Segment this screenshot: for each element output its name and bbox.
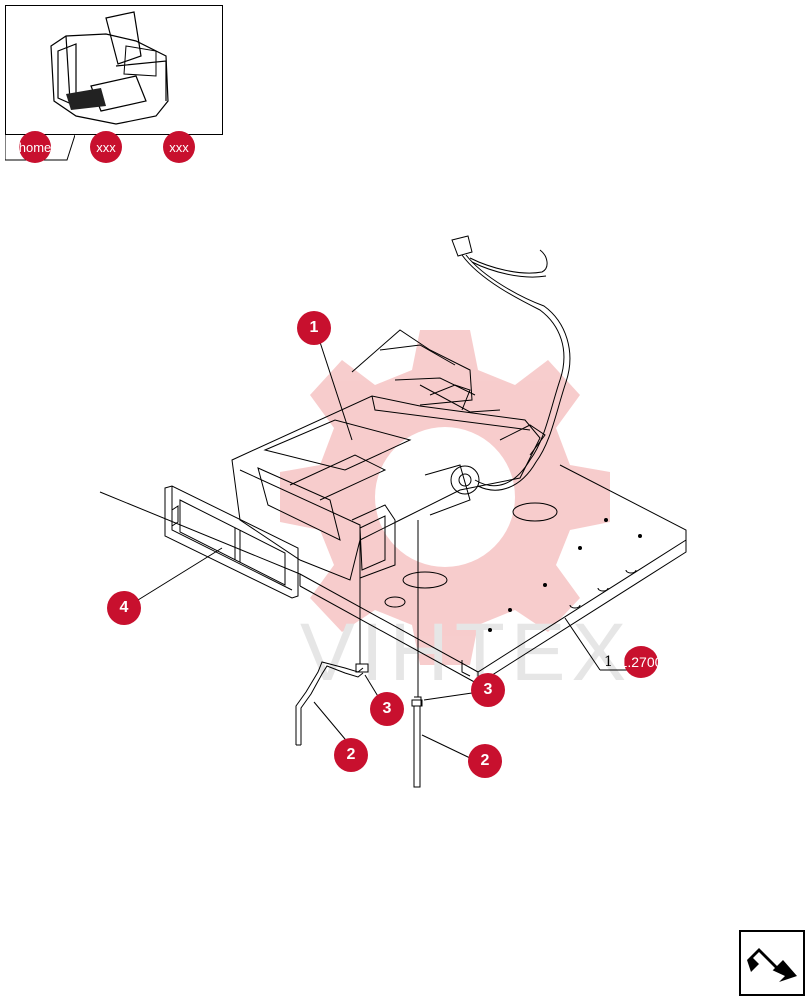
hose-clamps xyxy=(355,663,423,707)
leader-lines xyxy=(137,335,630,759)
callout-3-right[interactable]: 3 xyxy=(471,673,505,707)
callout-1[interactable]: 1 xyxy=(297,311,331,345)
xxx-button-2[interactable]: xxx xyxy=(163,131,195,163)
assembly-lines xyxy=(359,520,419,697)
callout-2-left[interactable]: 2 xyxy=(334,738,368,772)
hvac-unit xyxy=(231,329,546,581)
callout-3-left[interactable]: 3 xyxy=(370,692,404,726)
floor-plate xyxy=(99,464,687,685)
next-arrow-icon xyxy=(739,930,805,996)
home-button[interactable]: home xyxy=(19,131,51,163)
overview-thumbnail xyxy=(5,5,223,135)
duct-hose-right xyxy=(413,696,422,788)
wire-harness xyxy=(451,235,571,491)
reference-link[interactable]: 1.2700 xyxy=(620,646,662,678)
callout-4[interactable]: 4 xyxy=(107,591,141,625)
air-filter xyxy=(164,485,299,599)
reference-prefix: 1 . xyxy=(604,654,631,670)
next-page-button[interactable] xyxy=(739,930,805,996)
xxx-button-1[interactable]: xxx xyxy=(90,131,122,163)
excavator-thumbnail-icon xyxy=(50,11,169,125)
watermark-text: VIHTEX xyxy=(300,607,632,698)
callout-2-right[interactable]: 2 xyxy=(468,744,502,778)
